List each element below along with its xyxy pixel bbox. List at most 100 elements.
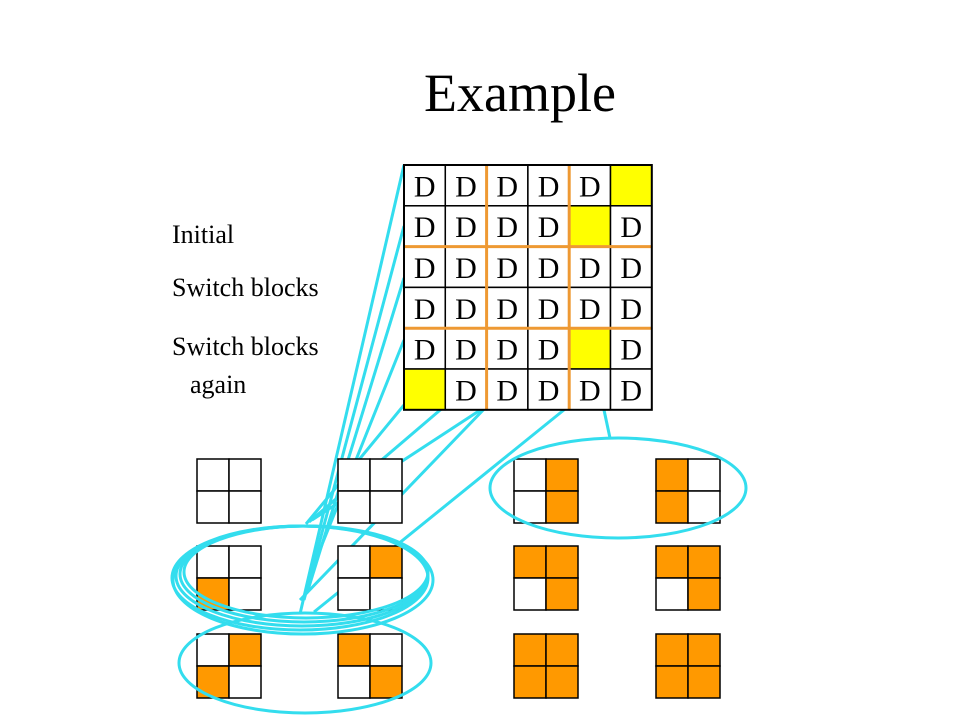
grid-cell-text: D — [620, 374, 642, 407]
small-block-cell — [545, 665, 579, 699]
grid-cell-text: D — [620, 211, 642, 244]
grid-cell-text: D — [414, 170, 436, 203]
small-blocks — [196, 458, 721, 699]
grid-cell-r5c5 — [568, 327, 612, 370]
small-block-cell — [337, 577, 371, 611]
small-block-cell — [228, 665, 262, 699]
grid-cell-text: D — [455, 334, 477, 367]
small-block-cell — [337, 545, 371, 579]
small-block-cell — [687, 633, 721, 667]
connector-line-10 — [602, 409, 612, 439]
small-block-cell — [513, 490, 547, 524]
grid-cell-text: D — [414, 211, 436, 244]
small-block-cell — [196, 545, 230, 579]
small-block-cell — [369, 665, 403, 699]
small-block-cell — [655, 633, 689, 667]
small-block-5 — [337, 545, 403, 611]
grid-cell-text: D — [538, 374, 560, 407]
small-block-cell — [513, 633, 547, 667]
grid-cell-r3c4 — [527, 245, 570, 289]
grid-cell-r2c5 — [568, 205, 612, 248]
label-again: again — [190, 370, 247, 399]
grid-cell-text: D — [414, 293, 436, 326]
small-block-cell — [369, 490, 403, 524]
label-initial: Initial — [172, 220, 235, 249]
grid-cell-text: D — [455, 252, 477, 285]
grid-cell-text: D — [496, 334, 518, 367]
small-block-8 — [513, 545, 579, 611]
grid-cell-text: D — [414, 334, 436, 367]
small-block-2 — [196, 545, 262, 611]
grid-cell-text: D — [496, 252, 518, 285]
small-block-cell — [369, 633, 403, 667]
small-block-cell — [337, 458, 371, 492]
grid-cell-text: D — [538, 170, 560, 203]
small-block-cell — [687, 577, 721, 611]
small-block-cell — [545, 545, 579, 579]
grid-cell-text: D — [496, 211, 518, 244]
grid-cell-text: D — [538, 211, 560, 244]
grid-cell-r2c1 — [403, 205, 447, 248]
ellipse-switch-5 — [171, 524, 435, 636]
small-block-6 — [337, 633, 403, 699]
small-block-cell — [513, 545, 547, 579]
small-block-cell — [228, 577, 262, 611]
slide-title: Example — [424, 63, 616, 123]
small-block-cell — [337, 633, 371, 667]
small-block-12 — [655, 633, 721, 699]
small-block-cell — [687, 490, 721, 524]
small-block-cell — [655, 545, 689, 579]
grid-cell-text: D — [414, 252, 436, 285]
grid-cell-r6c6 — [609, 368, 653, 411]
small-block-4 — [337, 458, 403, 524]
grid-cell-r1c6 — [609, 164, 653, 207]
highlight-ellipses — [170, 436, 748, 715]
small-block-cell — [196, 577, 230, 611]
connector-line-4 — [298, 164, 406, 615]
grid-cell-text: D — [455, 293, 477, 326]
small-block-1 — [196, 458, 262, 524]
grid-cell-r2c2 — [444, 205, 488, 248]
grid-cell-r1c4 — [527, 164, 570, 207]
small-block-9 — [513, 633, 579, 699]
grid-cell-r4c1 — [403, 286, 447, 329]
grid-cell-r6c1 — [403, 368, 447, 411]
grid-cell-r6c4 — [527, 368, 570, 411]
grid-cell-text: D — [579, 293, 601, 326]
grid-cell-text: D — [579, 252, 601, 285]
small-block-cell — [196, 458, 230, 492]
small-block-cell — [196, 490, 230, 524]
small-block-cell — [545, 577, 579, 611]
small-block-cell — [228, 458, 262, 492]
small-block-cell — [655, 490, 689, 524]
small-block-cell — [687, 545, 721, 579]
small-block-cell — [687, 458, 721, 492]
grid-cell-r3c3 — [485, 245, 529, 289]
small-block-cell — [545, 458, 579, 492]
small-block-cell — [369, 545, 403, 579]
grid-cell-text: D — [579, 374, 601, 407]
small-block-cell — [337, 665, 371, 699]
small-block-cell — [228, 545, 262, 579]
small-block-10 — [655, 458, 721, 524]
small-block-7 — [513, 458, 579, 524]
small-block-cell — [369, 458, 403, 492]
small-block-cell — [196, 633, 230, 667]
grid-cell-text: D — [496, 293, 518, 326]
small-block-cell — [655, 458, 689, 492]
grid-cell-text: D — [455, 374, 477, 407]
grid-cell-text: D — [496, 374, 518, 407]
small-block-cell — [228, 490, 262, 524]
ellipse-switch-again — [177, 611, 433, 715]
grid-border — [403, 164, 653, 411]
grid-cell-text: D — [620, 293, 642, 326]
small-block-cell — [545, 490, 579, 524]
grid-cell-text: D — [620, 334, 642, 367]
grid-cell-text: D — [620, 252, 642, 285]
small-block-cell — [513, 577, 547, 611]
grid-cell-text: D — [538, 293, 560, 326]
label-switch-blocks: Switch blocks — [172, 273, 319, 302]
